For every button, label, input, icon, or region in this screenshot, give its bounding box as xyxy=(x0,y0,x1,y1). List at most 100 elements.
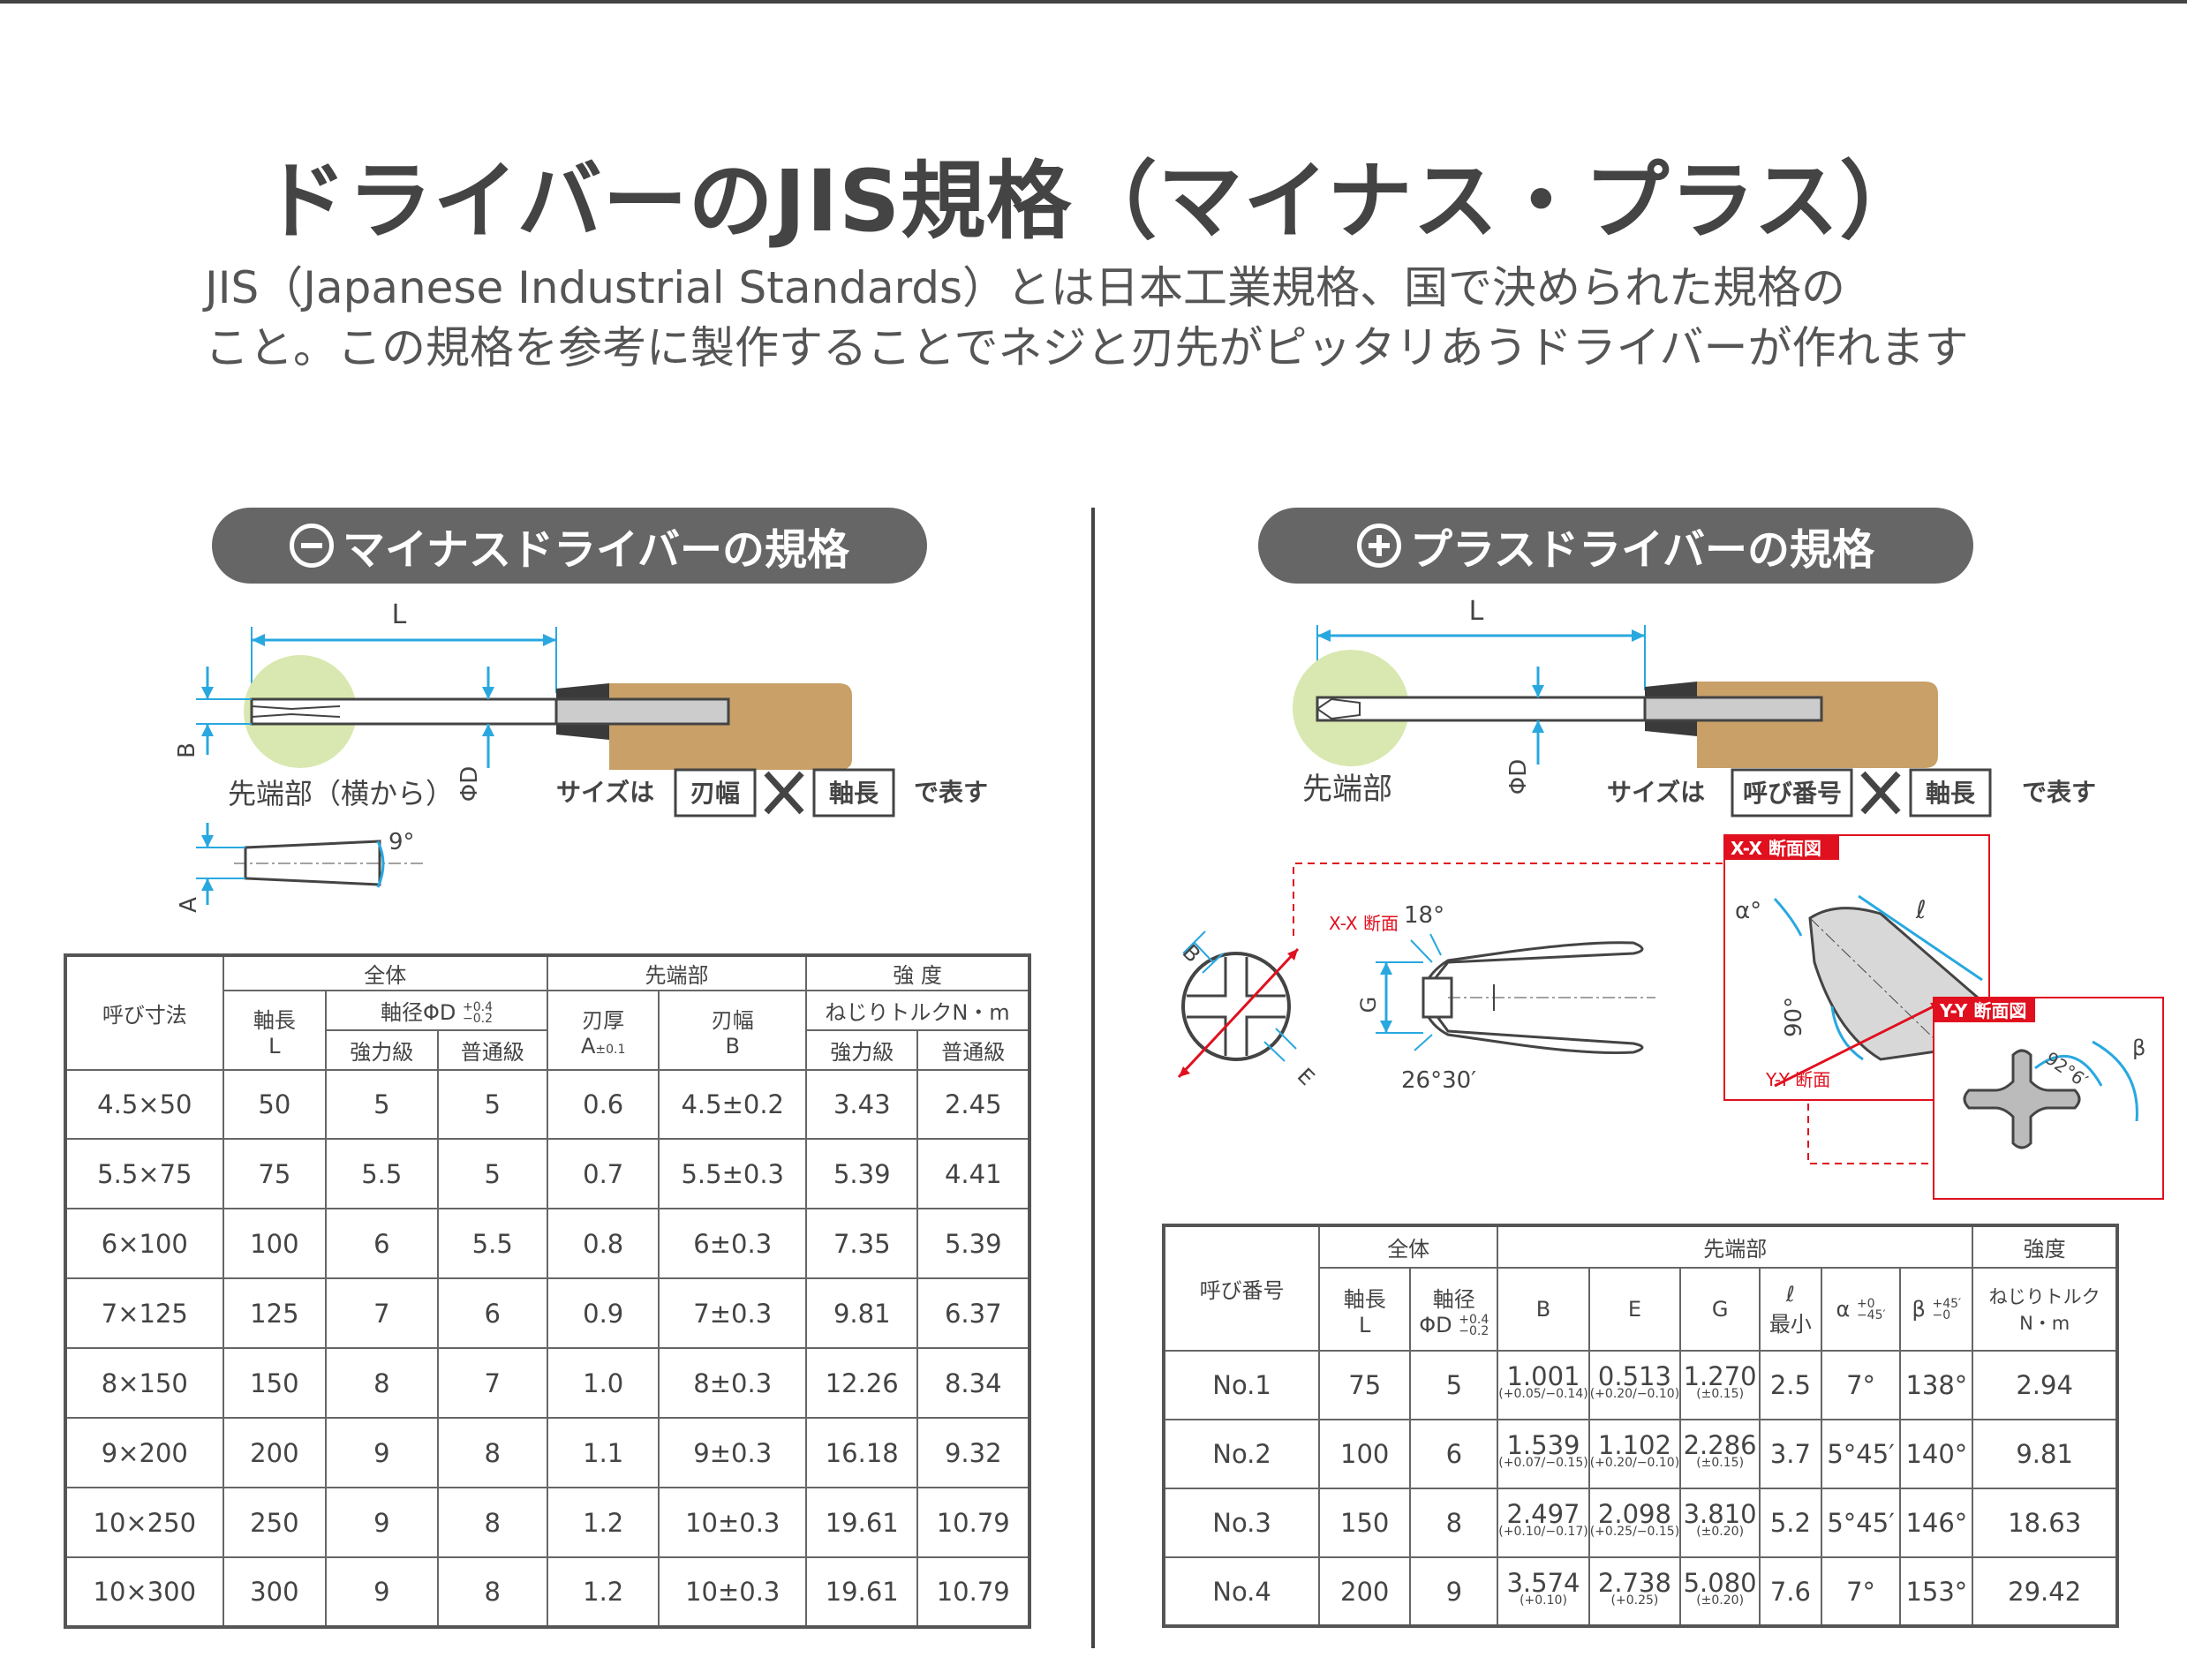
label-E: E xyxy=(1293,1063,1320,1090)
table-cell: 6 xyxy=(325,1208,439,1280)
table-cell-D: 6 xyxy=(1409,1419,1499,1489)
tolerance: (±0.20) xyxy=(1696,1593,1745,1608)
table-cell-L: 150 xyxy=(1318,1488,1412,1558)
table-cell: 4.5×50 xyxy=(64,1068,224,1141)
table-cell-G: 3.810(±0.20) xyxy=(1679,1488,1761,1558)
table-cell: 10±0.3 xyxy=(658,1556,808,1629)
table-cell: 5.5 xyxy=(325,1138,439,1210)
table-cell: 10.79 xyxy=(916,1487,1030,1558)
table-cell-D: 5 xyxy=(1409,1350,1499,1420)
table-cell: 50 xyxy=(222,1068,328,1141)
table-cell-beta: 138° xyxy=(1899,1350,1974,1420)
tolerance: (+0.20/−0.10) xyxy=(1589,1387,1680,1401)
label-angle-26: 26°30′ xyxy=(1401,1067,1476,1094)
table-cell: 8.34 xyxy=(916,1347,1030,1420)
shaft xyxy=(1316,696,1648,722)
table-cell: 12.26 xyxy=(805,1347,919,1420)
table-cell-torque: 18.63 xyxy=(1972,1488,2118,1558)
table-cell-G: 5.080(±0.20) xyxy=(1679,1556,1761,1627)
label-alpha: α° xyxy=(1735,898,1761,924)
value: 1.539 xyxy=(1506,1430,1580,1460)
table-cell-no: No.1 xyxy=(1162,1350,1321,1420)
table-cell: 8×150 xyxy=(64,1347,224,1420)
value: 2.738 xyxy=(1597,1567,1671,1598)
header-strong-torque: 強力級 xyxy=(805,1028,919,1071)
table-cell-L: 100 xyxy=(1318,1419,1412,1489)
header-strong: 強力級 xyxy=(325,1028,439,1071)
value: 3.810 xyxy=(1683,1499,1757,1529)
table-cell: 9 xyxy=(325,1556,439,1629)
table-cell: 19.61 xyxy=(805,1487,919,1558)
table-cell: 19.61 xyxy=(805,1556,919,1629)
table-cell: 5 xyxy=(325,1068,439,1141)
table-cell-L: 200 xyxy=(1318,1556,1412,1627)
table-cell: 4.5±0.2 xyxy=(658,1068,808,1141)
cross-section-circle xyxy=(1181,952,1291,1061)
table-cell: 9 xyxy=(325,1487,439,1558)
table-cell-no: No.3 xyxy=(1162,1488,1321,1558)
table-cell-alpha: 5°45′ xyxy=(1820,1419,1902,1489)
table-cell-torque: 9.81 xyxy=(1972,1419,2118,1489)
label-G: G xyxy=(1356,997,1381,1013)
label-ell: ℓ xyxy=(1915,895,1927,924)
value: 1.102 xyxy=(1597,1430,1671,1460)
top-rule xyxy=(0,0,2187,4)
table-cell: 1.2 xyxy=(546,1487,660,1558)
size-box-length: 軸長 xyxy=(829,779,879,808)
table-cell-B: 1.539(+0.07/−0.15) xyxy=(1497,1419,1590,1489)
tolerance: (+0.10/−0.17) xyxy=(1498,1525,1588,1539)
table-cell: 5.5×75 xyxy=(64,1138,224,1210)
table-cell: 0.8 xyxy=(546,1208,660,1280)
label-D: ΦD xyxy=(1505,759,1532,795)
tolerance: (+0.25/−0.15) xyxy=(1589,1525,1680,1539)
header-strength: 強度 xyxy=(1972,1224,2118,1269)
table-cell: 5.5 xyxy=(436,1208,548,1280)
header-overall: 全体 xyxy=(222,953,548,992)
table-cell-L: 75 xyxy=(1318,1350,1412,1420)
table-cell: 9.32 xyxy=(916,1417,1030,1489)
header-torque: ねじりトルクN・m xyxy=(805,990,1030,1031)
label-D: ΦD xyxy=(456,766,483,802)
header-beta: β +45′−0 xyxy=(1899,1267,1974,1352)
table-cell-alpha: 5°45′ xyxy=(1820,1488,1902,1558)
table-cell-alpha: 7° xyxy=(1820,1556,1902,1627)
section-divider xyxy=(1091,508,1095,1648)
tolerance: (+0.25) xyxy=(1610,1593,1659,1608)
table-cell: 0.6 xyxy=(546,1068,660,1141)
table-cell-B: 1.001(+0.05/−0.14) xyxy=(1497,1350,1590,1420)
yy-cross-shape xyxy=(1963,1049,2081,1149)
header-alpha: α +0−45′ xyxy=(1820,1267,1902,1352)
table-cell: 100 xyxy=(222,1208,328,1280)
table-cell: 5.39 xyxy=(916,1208,1030,1280)
tolerance: (+0.10) xyxy=(1520,1593,1567,1608)
table-cell-ell: 3.7 xyxy=(1759,1419,1822,1489)
table-cell-E: 2.738(+0.25) xyxy=(1587,1556,1682,1627)
header-overall: 全体 xyxy=(1318,1224,1499,1269)
table-cell: 2.45 xyxy=(916,1068,1030,1141)
table-cell: 6×100 xyxy=(64,1208,224,1280)
table-cell: 1.2 xyxy=(546,1556,660,1629)
table-cell: 10×300 xyxy=(64,1556,224,1629)
table-cell-beta: 140° xyxy=(1899,1419,1974,1489)
page-title: ドライバーのJIS規格（マイナス・プラス） xyxy=(261,152,1926,251)
size-suffix: で表す xyxy=(2022,778,2096,807)
header-e: E xyxy=(1587,1267,1682,1352)
table-cell: 8 xyxy=(436,1417,548,1489)
table-cell: 8 xyxy=(436,1556,548,1629)
tolerance: (±0.15) xyxy=(1696,1456,1745,1470)
header-normal: 普通級 xyxy=(436,1028,548,1071)
value: 2.497 xyxy=(1506,1499,1580,1529)
